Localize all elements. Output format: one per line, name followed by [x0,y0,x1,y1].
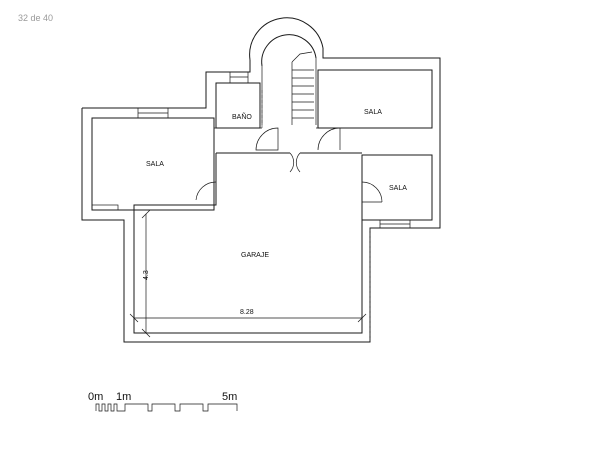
scale-bar: 0m 1m 5m [88,391,238,412]
dimension-height-label: 4.3 [143,270,150,280]
scale-label-one: 1m [116,391,131,403]
page-counter: 32 de 40 [18,13,54,23]
dimension-lines [129,209,367,338]
scale-label-five: 5m [222,391,237,403]
room-label-bano: BAÑO [232,112,252,121]
room-label-garaje: GARAJE [241,252,269,259]
dimension-width-label: 8.28 [240,309,254,316]
room-label-sala-left: SALA [146,161,164,168]
outer-walls [81,17,441,343]
doors [195,127,383,206]
dashed-lines [261,90,371,342]
scale-label-zero: 0m [88,391,103,403]
staircase [291,51,314,125]
windows [91,71,411,229]
room-label-sala-right: SALA [389,185,407,192]
room-label-sala-top: SALA [364,109,382,116]
